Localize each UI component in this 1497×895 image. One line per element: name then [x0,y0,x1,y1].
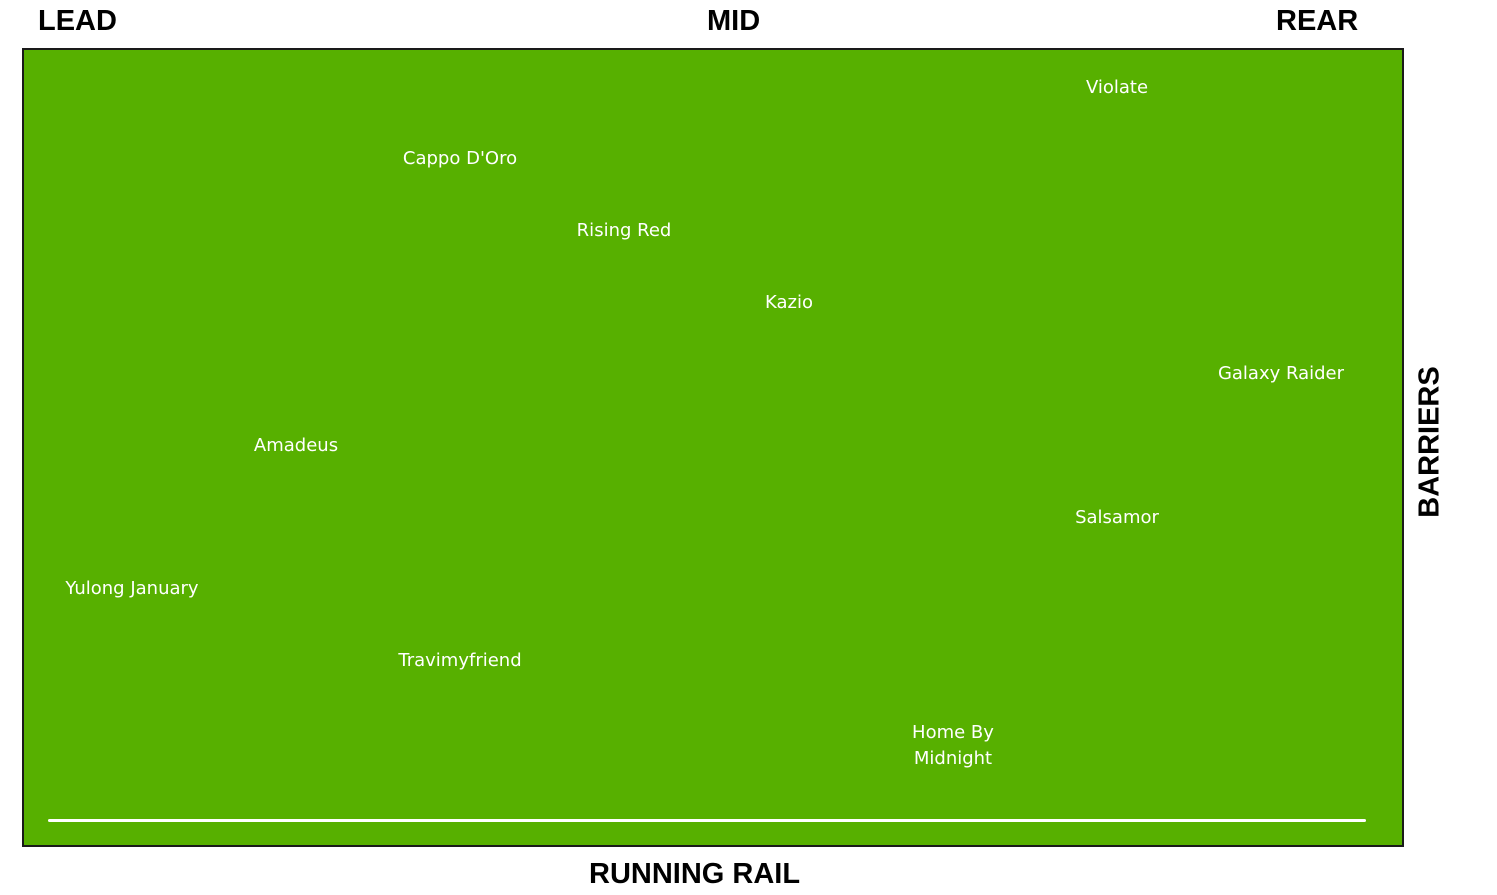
barriers-text: BARRIERS [1414,366,1446,518]
rear-label: REAR [1276,5,1359,37]
runner-label: Galaxy Raider [1217,363,1345,384]
runner-label: Amadeus [253,435,339,456]
mid-label: MID [707,5,761,37]
running-rail-label: RUNNING RAIL [589,858,801,890]
track-field: Violate Cappo D'Oro Rising Red Kazio Gal… [22,48,1404,847]
runner-label: Yulong January [65,578,199,599]
running-rail-line [48,819,1366,822]
runner-label: Travimyfriend [398,650,522,671]
runner-label: Kazio [765,292,813,313]
barriers-label: BARRIERS [1412,366,1448,518]
runner-label: Salsamor [1075,507,1159,528]
runner-label: Violate [1085,77,1149,98]
runner-label: Rising Red [576,220,672,241]
runner-label: Cappo D'Oro [402,148,518,169]
runner-label: Home By Midnight [912,722,994,769]
lead-label: LEAD [38,5,117,37]
